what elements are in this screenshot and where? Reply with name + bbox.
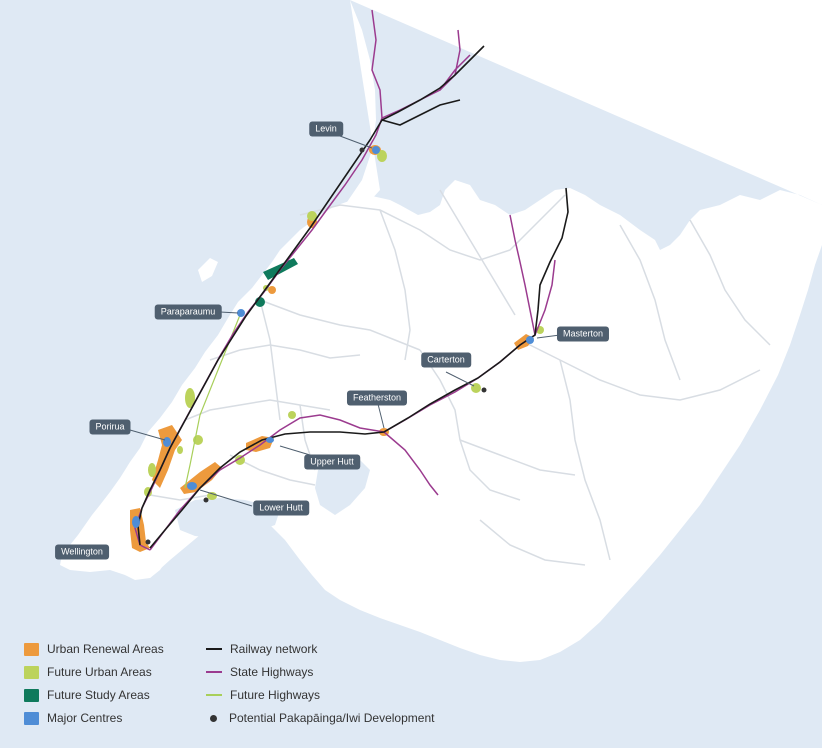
future-urban-swatch: [24, 665, 39, 679]
centre-label-masterton[interactable]: Masterton: [556, 326, 610, 342]
lake-wairarapa: [315, 460, 370, 515]
centre-label-paraparaumu[interactable]: Paraparaumu: [154, 304, 222, 320]
legend-major-centres: Major Centres: [24, 711, 122, 725]
state-highway-line-swatch: [206, 671, 222, 673]
iwi-development-dot-icon: [210, 714, 217, 722]
legend-label: Railway network: [230, 642, 318, 656]
kapiti-island: [198, 258, 218, 282]
land-mass: [60, 0, 822, 662]
legend-state-highways: State Highways: [206, 665, 313, 679]
urban-renewal-swatch: [24, 642, 39, 656]
railway-line-swatch: [206, 648, 222, 650]
legend-label: Major Centres: [47, 711, 123, 725]
future-study-swatch: [24, 688, 39, 702]
centre-label-upper-hutt[interactable]: Upper Hutt: [304, 454, 360, 470]
legend-label: State Highways: [230, 665, 314, 679]
major-centres-swatch: [24, 711, 39, 725]
centre-label-porirua[interactable]: Porirua: [89, 419, 131, 435]
legend-label: Potential Pakapāinga/Iwi Development: [229, 711, 435, 725]
legend-label: Urban Renewal Areas: [47, 642, 164, 656]
legend-future-study: Future Study Areas: [24, 688, 150, 702]
centre-label-featherston[interactable]: Featherston: [346, 390, 408, 406]
south-water: [145, 580, 300, 650]
major-centres: [132, 146, 534, 528]
railway-network: [137, 45, 569, 549]
district-boundaries: [149, 189, 771, 566]
legend-iwi-development: Potential Pakapāinga/Iwi Development: [206, 711, 434, 725]
land-mass-north: [350, 0, 822, 205]
legend-future-highways: Future Highways: [206, 688, 320, 702]
centre-label-carterton[interactable]: Carterton: [421, 352, 471, 368]
west-coast: [118, 0, 380, 578]
map-legend: Urban Renewal Areas Future Urban Areas F…: [24, 642, 484, 734]
legend-label: Future Study Areas: [47, 688, 150, 702]
legend-urban-renewal: Urban Renewal Areas: [24, 642, 164, 656]
legend-future-urban: Future Urban Areas: [24, 665, 152, 679]
centre-label-levin[interactable]: Levin: [309, 121, 343, 137]
legend-label: Future Urban Areas: [47, 665, 152, 679]
legend-railway: Railway network: [206, 642, 317, 656]
future-highway-line-swatch: [206, 694, 222, 696]
legend-label: Future Highways: [230, 688, 321, 702]
centre-label-wellington[interactable]: Wellington: [55, 544, 109, 560]
centre-label-lower-hutt[interactable]: Lower Hutt: [253, 500, 309, 516]
future-urban-areas: [144, 150, 544, 500]
iwi-development-points: [145, 147, 487, 545]
